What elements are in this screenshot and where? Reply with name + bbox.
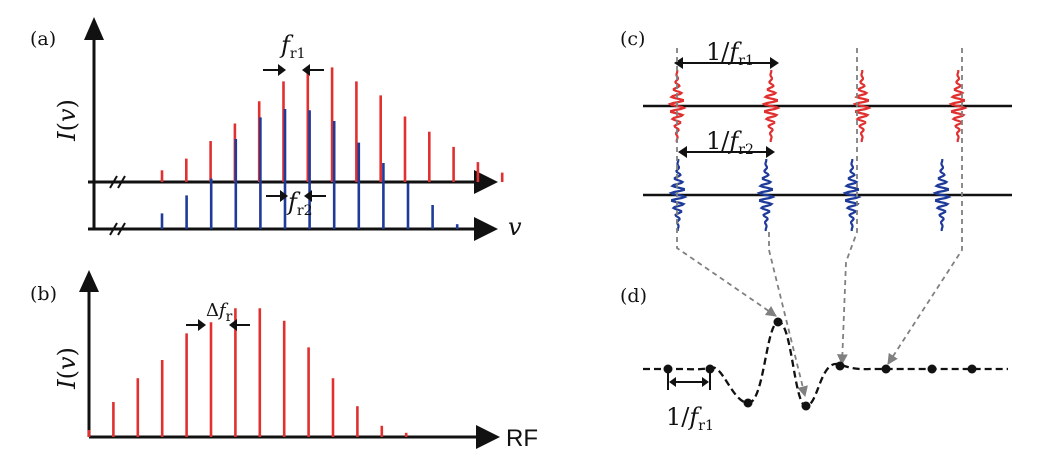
panel-a-red-baseline-arrowhead [474, 170, 498, 194]
panel-c-period-r2-marker [678, 146, 775, 158]
panel-a-label: (a) [30, 28, 56, 50]
panel-c-blue-pulse-train [668, 158, 952, 232]
panel-c-label: (c) [620, 28, 645, 50]
panel-c-period-r1-label: 1/fr1 [706, 38, 754, 69]
panel-d-period-label: 1/fr1 [666, 403, 714, 434]
panel-a-axis-break-upper [109, 175, 126, 189]
panel-a-ylabel: I(v) [53, 99, 81, 142]
panel-b-ylabel: I(v) [53, 347, 81, 390]
panel-a-fr2-marker [266, 190, 326, 202]
panel-c-red-pulse-3 [852, 69, 872, 143]
panel-c-period-r2-label: 1/fr2 [706, 127, 754, 158]
panel-d-interferogram [643, 320, 1008, 408]
panel-d-sample-point-2 [705, 364, 715, 374]
panel-d-sample-point-1 [663, 364, 673, 374]
panel-a-blue-comb [160, 109, 459, 229]
panel-c-blue-pulse-3 [842, 158, 862, 232]
guide-arrow-3 [836, 48, 858, 366]
panel-c-blue-pulse-4 [932, 158, 952, 232]
panel-c-red-pulse-2 [761, 69, 781, 143]
panel-c: (c) 1/fr1 1/fr2 [620, 28, 1012, 232]
panel-b-y-arrowhead [79, 270, 99, 292]
panel-a-red-comb [160, 67, 504, 182]
guide-arrow-1 [676, 48, 777, 317]
panel-c-blue-pulse-1 [668, 158, 688, 232]
guide-arrow-4 [887, 48, 963, 365]
panel-a-xlabel: v [508, 213, 522, 241]
panel-c-red-pulse-train [667, 69, 968, 143]
panel-b: (b) I(v) RF Δfr [30, 270, 538, 452]
panel-b-rf-comb [87, 308, 408, 437]
panel-b-label: (b) [30, 283, 57, 305]
guide-arrow-2 [768, 232, 808, 398]
panel-d-sample-point-3 [743, 398, 753, 408]
panel-d-sample-point-5 [801, 401, 811, 411]
panel-c-to-d-guides [676, 48, 963, 398]
panel-d-sample-points [663, 317, 977, 411]
panel-a: (a) I(v) v fr1 fr2 [30, 17, 522, 241]
panel-d: (d) 1/fr1 [620, 285, 1008, 434]
panel-c-blue-pulse-2 [756, 158, 776, 232]
panel-a-fr1-label: fr1 [279, 31, 306, 62]
panel-a-y-arrowhead [84, 17, 104, 40]
panel-a-fr1-marker [263, 64, 324, 76]
panel-d-period-marker [667, 371, 711, 390]
panel-d-sample-point-8 [927, 364, 937, 374]
panel-c-red-pulse-4 [948, 69, 968, 143]
panel-d-sample-point-6 [835, 361, 845, 371]
panel-c-period-r1-marker [674, 57, 779, 69]
panel-b-x-arrowhead [476, 425, 500, 449]
panel-b-delta-fr-label: Δfr [206, 300, 233, 325]
panel-d-label: (d) [620, 285, 647, 307]
panel-d-sample-point-4 [773, 317, 783, 327]
panel-b-delta-fr-marker [186, 319, 250, 331]
panel-d-sample-point-9 [967, 364, 977, 374]
panel-b-xlabel: RF [506, 425, 538, 452]
panel-a-axis-break-lower [109, 222, 126, 236]
panel-d-sample-point-7 [881, 364, 891, 374]
panel-a-blue-baseline-arrowhead [474, 217, 498, 241]
